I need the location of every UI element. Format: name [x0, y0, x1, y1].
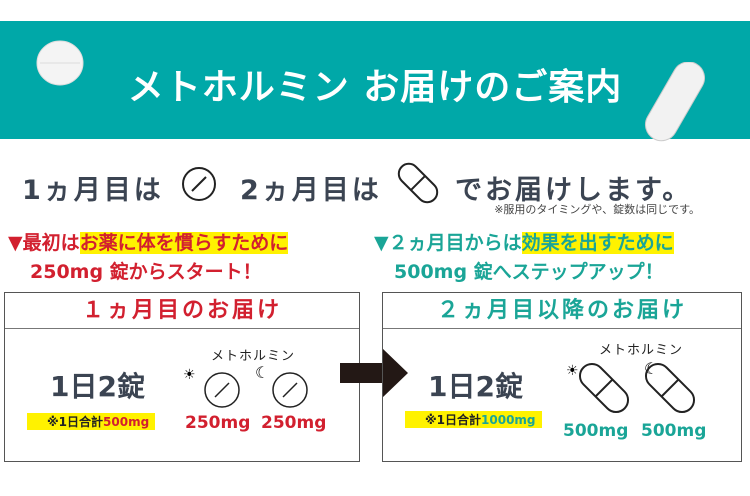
intro-delivery: でお届けします。	[455, 175, 693, 206]
arrow-right-icon	[340, 348, 408, 398]
round-tablet-icon	[272, 372, 308, 408]
moon-icon: ☾	[255, 363, 270, 382]
month1-box-title: １ヵ月目のお届け	[5, 293, 359, 329]
dose-morning: 500mg	[563, 421, 629, 441]
sun-icon: ☀	[183, 367, 196, 383]
header-banner	[0, 21, 750, 139]
dose-night: 500mg	[641, 421, 707, 441]
drug-name: メトホルミン	[211, 349, 296, 364]
intro-month1: 1ヵ月目は	[22, 175, 164, 206]
intro-month2: 2ヵ月目は	[240, 175, 382, 206]
dose-night: 250mg	[261, 413, 327, 433]
capsule-icon	[644, 362, 696, 414]
daily-total: ※1日合計1000mg	[405, 411, 542, 428]
left-heading: ▼最初はお薬に体を慣らすために 250mg 錠からスタート！	[8, 232, 289, 283]
right-heading: ▼２ヵ月目からは効果を出すために 500mg 錠へステップアップ！	[374, 232, 674, 283]
dose-morning: 250mg	[185, 413, 251, 433]
round-tablet-icon	[204, 372, 240, 408]
round-tablet-image	[36, 40, 84, 86]
month2-box: ２ヵ月目以降のお届け 1日2錠 ※1日合計1000mg メトホルミン ☀ ☾ 5…	[382, 292, 742, 462]
sun-icon: ☀	[566, 363, 579, 379]
daily-count: 1日2錠	[428, 370, 523, 403]
daily-total: ※1日合計500mg	[27, 413, 156, 430]
round-tablet-icon	[182, 167, 216, 201]
month1-box: １ヵ月目のお届け 1日2錠 ※1日合計500mg メトホルミン ☀ ☾ 250m…	[4, 292, 360, 462]
intro-note: ※服用のタイミングや、錠数は同じです。	[494, 203, 700, 216]
daily-count: 1日2錠	[50, 370, 145, 403]
capsule-icon	[397, 162, 439, 204]
page-title: メトホルミン お届けのご案内	[127, 67, 623, 108]
oval-tablet-image	[645, 62, 705, 142]
drug-name: メトホルミン	[599, 343, 684, 358]
capsule-icon	[578, 362, 630, 414]
month2-box-title: ２ヵ月目以降のお届け	[383, 293, 741, 329]
